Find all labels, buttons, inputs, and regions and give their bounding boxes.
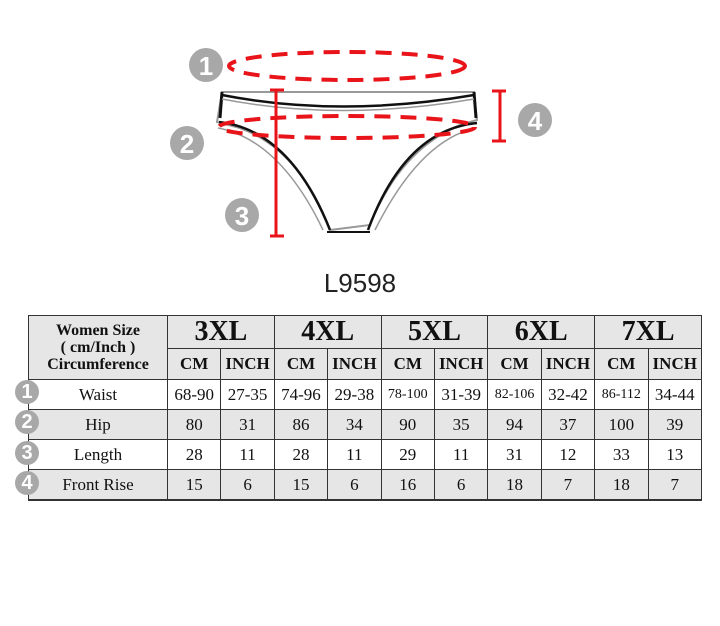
table-cell: 7 (540, 469, 596, 501)
row-badge-icon: 4 (15, 470, 39, 495)
measure-lines (217, 50, 506, 238)
unit-header: INCH (540, 348, 596, 380)
row-badge-icon: 2 (15, 410, 39, 435)
table-cell: 33 (594, 439, 649, 470)
table-cell: 28 (166, 439, 222, 470)
length-measure-line (270, 88, 284, 238)
size-header: 3XL (167, 315, 275, 349)
table-cell: 28 (273, 439, 329, 470)
table-cell: 29-38 (327, 379, 382, 410)
unit-header: CM (166, 348, 222, 380)
table-cell: 94 (487, 409, 542, 440)
table-cell: 6 (220, 469, 275, 501)
table-cell: 15 (273, 469, 329, 501)
table-cell: 39 (647, 409, 703, 440)
unit-header: CM (594, 348, 649, 380)
table-cell: 37 (540, 409, 596, 440)
table-cell: 82-106 (487, 379, 542, 410)
table-cell: 32-42 (540, 379, 596, 410)
waist-measure-line (227, 50, 467, 82)
row-label: Waist (28, 379, 168, 410)
table-cell: 27-35 (220, 379, 275, 410)
corner-line: Circumference (47, 356, 149, 373)
table-cell: 80 (166, 409, 222, 440)
badge-3-icon: 3 (235, 201, 249, 231)
table-cell: 12 (540, 439, 596, 470)
table-cell: 31 (220, 409, 275, 440)
table-cell: 34 (327, 409, 382, 440)
table-cell: 90 (380, 409, 435, 440)
hip-measure-line (217, 114, 477, 140)
table-cell: 29 (380, 439, 435, 470)
row-label: Length (28, 439, 168, 470)
panty-outline-icon (215, 91, 479, 233)
panty-measurement-diagram: 1 2 3 4 (170, 48, 552, 238)
table-cell: 78-100 (380, 379, 435, 410)
size-header: 5XL (380, 315, 489, 349)
corner-header: Women Size ( cm/Inch ) Circumference (28, 315, 168, 380)
unit-header: CM (273, 348, 329, 380)
badge-4-icon: 4 (528, 106, 543, 136)
table-cell: 34-44 (647, 379, 703, 410)
model-number: L9598 (323, 268, 397, 298)
table-cell: 7 (647, 469, 703, 501)
row-label: Front Rise (28, 469, 168, 501)
size-header-row: Women Size ( cm/Inch ) Circumference 3XL… (28, 315, 702, 380)
table-cell: 35 (433, 409, 489, 440)
unit-header: INCH (433, 348, 489, 380)
unit-header: CM (380, 348, 435, 380)
table-cell: 31 (487, 439, 542, 470)
table-cell: 68-90 (166, 379, 222, 410)
unit-header: INCH (647, 348, 703, 380)
size-table: Women Size ( cm/Inch ) Circumference 3XL… (28, 315, 703, 501)
table-cell: 15 (166, 469, 222, 501)
table-cell: 6 (433, 469, 489, 501)
table-cell: 31-39 (433, 379, 489, 410)
table-cell: 86-112 (594, 379, 649, 410)
table-cell: 11 (433, 439, 489, 470)
front-rise-measure-line (492, 89, 506, 143)
table-cell: 74-96 (273, 379, 329, 410)
table-cell: 18 (487, 469, 542, 501)
unit-header: INCH (327, 348, 382, 380)
table-cell: 16 (380, 469, 435, 501)
size-header: 7XL (594, 315, 702, 349)
row-label: Hip (28, 409, 168, 440)
table-cell: 11 (220, 439, 275, 470)
row-badge-icon: 1 (15, 380, 39, 404)
table-cell: 86 (273, 409, 329, 440)
table-cell: 11 (327, 439, 382, 470)
table-cell: 13 (647, 439, 703, 470)
corner-line: ( cm/Inch ) (60, 339, 136, 356)
table-cell: 18 (594, 469, 649, 501)
corner-line: Women Size (56, 322, 140, 339)
badge-2-icon: 2 (180, 129, 194, 159)
unit-header: INCH (220, 348, 275, 380)
table-cell: 100 (594, 409, 649, 440)
size-header: 4XL (273, 315, 382, 349)
table-cell: 6 (327, 469, 382, 501)
unit-header: CM (487, 348, 542, 380)
row-badge-icon: 3 (15, 440, 39, 465)
badge-1-icon: 1 (199, 51, 213, 81)
size-header: 6XL (487, 315, 596, 349)
